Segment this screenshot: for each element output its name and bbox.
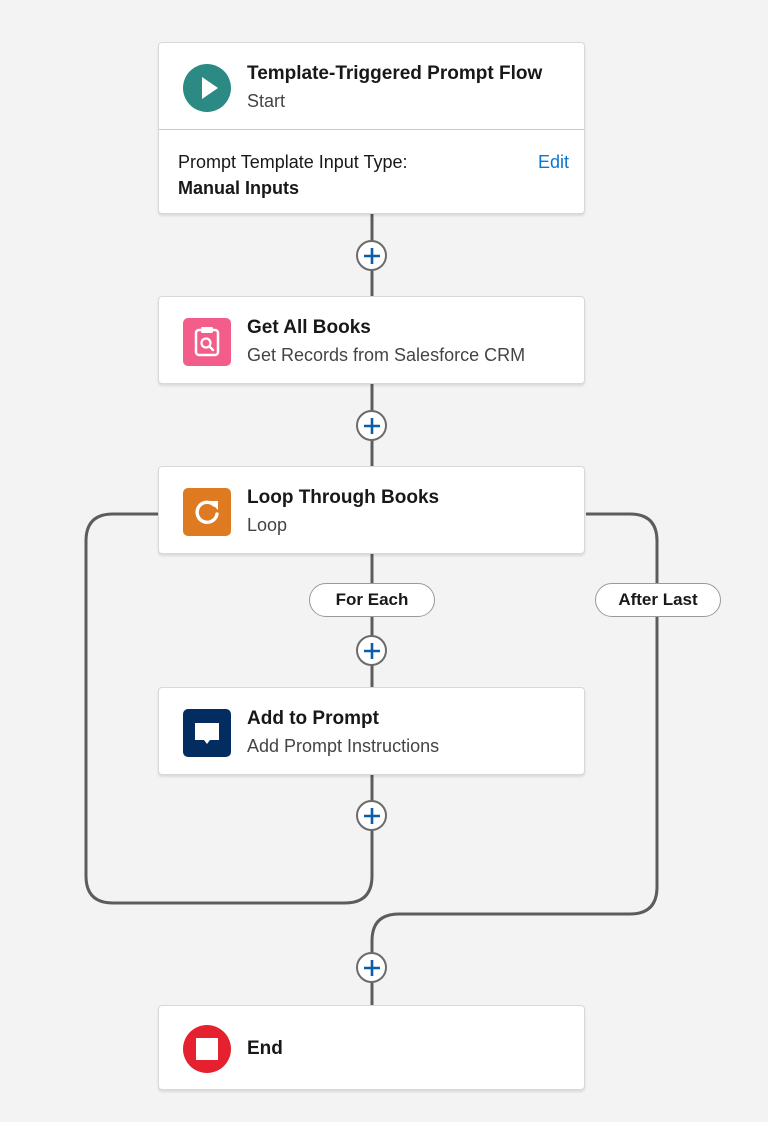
- input-type-value: Manual Inputs: [178, 178, 299, 198]
- connector-after-last: [370, 512, 659, 1005]
- stop-icon: [183, 1025, 231, 1073]
- add-prompt-node[interactable]: Add to Prompt Add Prompt Instructions: [158, 687, 585, 775]
- get-records-node[interactable]: Get All Books Get Records from Salesforc…: [158, 296, 585, 384]
- edit-input-type-link[interactable]: Edit: [537, 152, 569, 172]
- speech-bubble-icon: [183, 709, 231, 757]
- loop-subtitle: Loop: [247, 515, 288, 535]
- connector-add-loopback: [84, 512, 374, 905]
- add-element-button[interactable]: [356, 240, 387, 271]
- clipboard-search-icon: [183, 318, 231, 366]
- after-last-label: After Last: [595, 583, 721, 617]
- end-title: End: [247, 1038, 283, 1059]
- add-prompt-title: Add to Prompt: [247, 708, 379, 729]
- start-node[interactable]: Template-Triggered Prompt Flow Start Pro…: [158, 42, 585, 214]
- play-icon: [183, 64, 231, 112]
- plus-icon: [363, 247, 380, 264]
- for-each-label: For Each: [309, 583, 435, 617]
- input-type-label: Prompt Template Input Type:: [178, 152, 408, 172]
- get-records-subtitle: Get Records from Salesforce CRM: [247, 345, 526, 365]
- plus-icon: [363, 642, 380, 659]
- plus-icon: [363, 417, 380, 434]
- add-prompt-subtitle: Add Prompt Instructions: [247, 736, 440, 756]
- plus-icon: [363, 959, 380, 976]
- loop-arrow-icon: [183, 488, 231, 536]
- start-node-subtitle: Start: [247, 91, 286, 111]
- start-node-title: Template-Triggered Prompt Flow: [247, 63, 543, 84]
- add-element-button[interactable]: [356, 800, 387, 831]
- loop-node[interactable]: Loop Through Books Loop: [158, 466, 585, 554]
- get-records-title: Get All Books: [247, 317, 371, 338]
- plus-icon: [363, 807, 380, 824]
- add-element-button[interactable]: [356, 635, 387, 666]
- add-element-button[interactable]: [356, 952, 387, 983]
- loop-title: Loop Through Books: [247, 487, 440, 508]
- add-element-button[interactable]: [356, 410, 387, 441]
- end-node[interactable]: End: [158, 1005, 585, 1090]
